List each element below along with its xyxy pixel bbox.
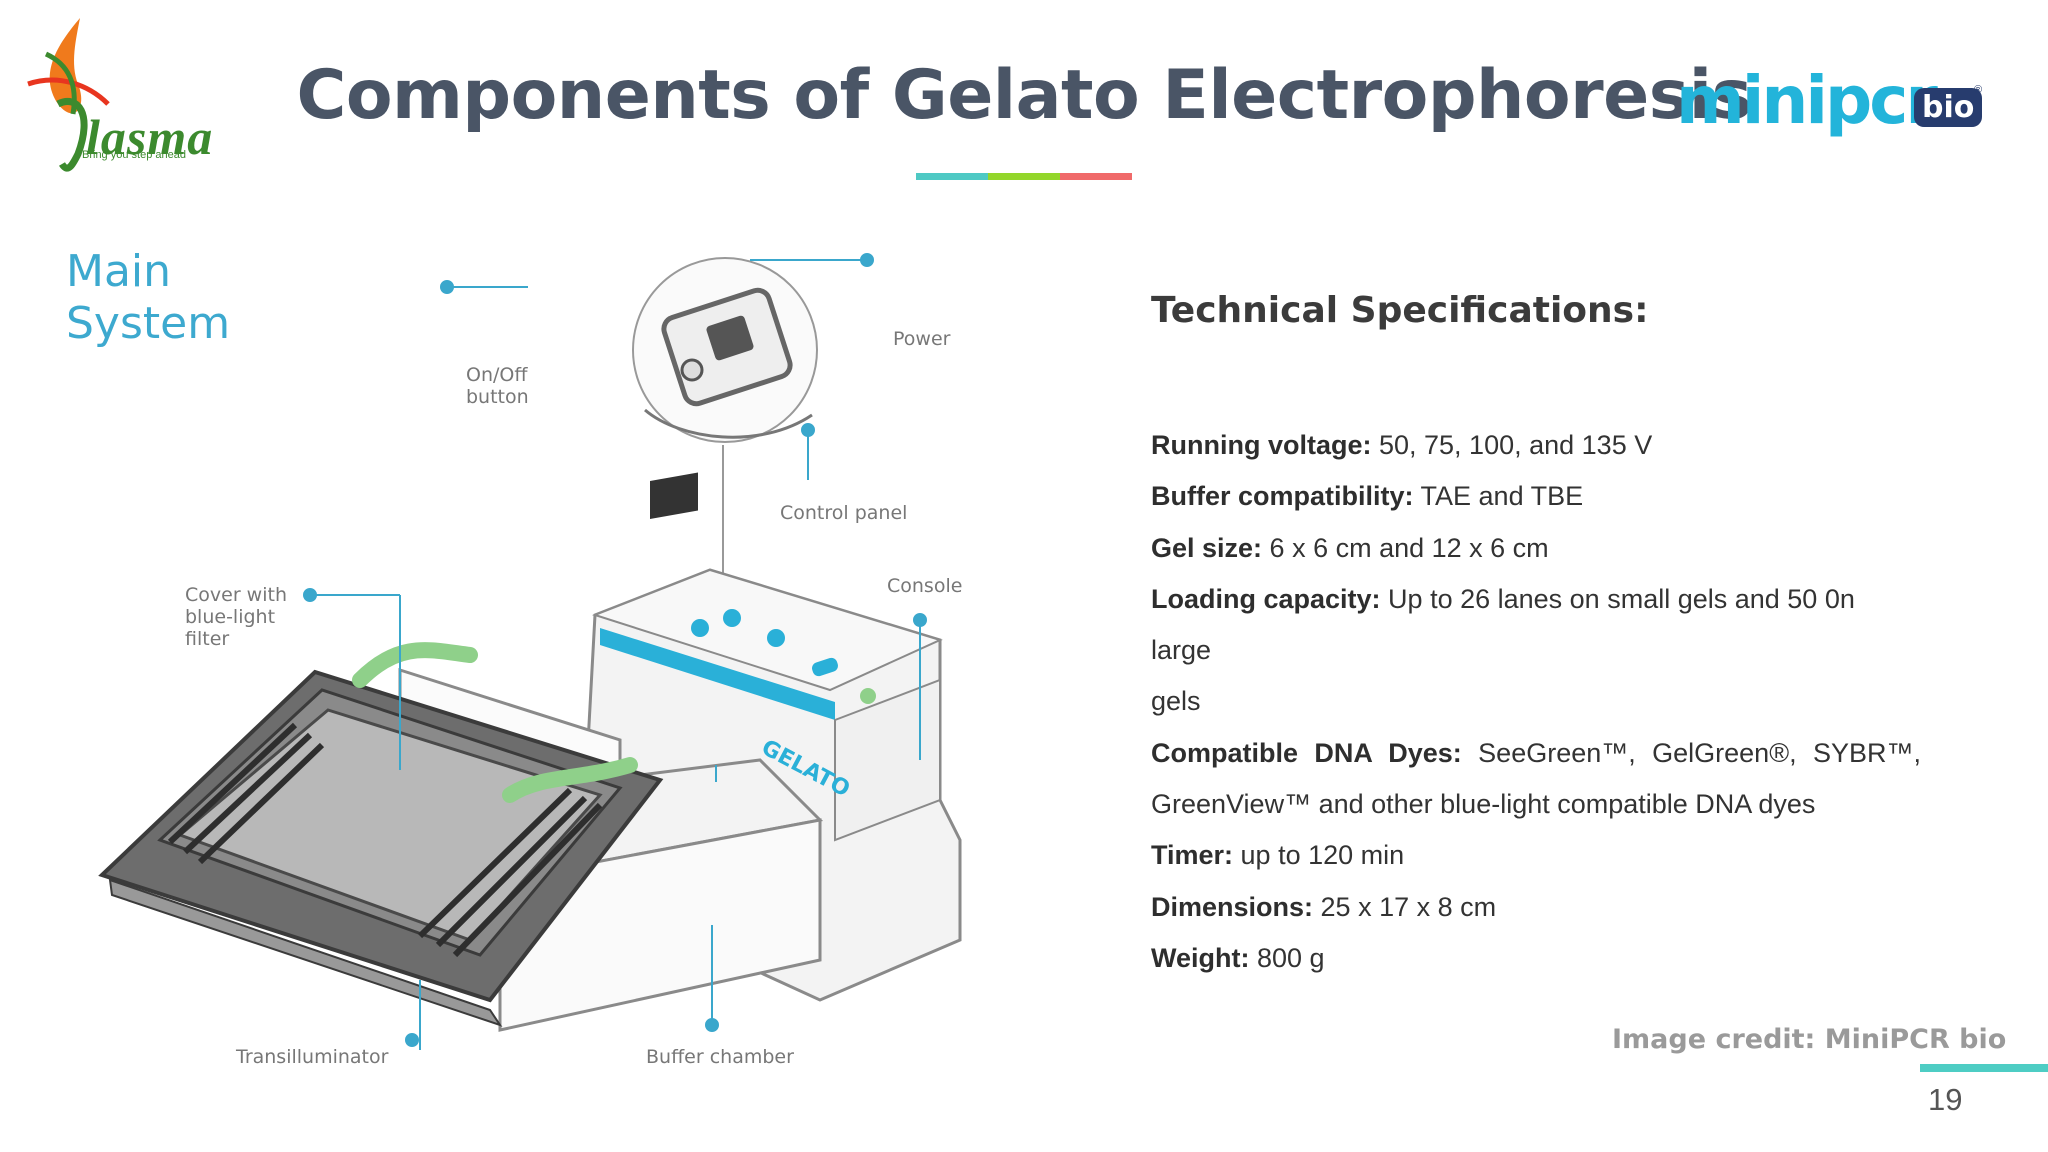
underline-segment-teal bbox=[916, 173, 988, 180]
callout-cover: Cover with blue-light filter bbox=[185, 584, 287, 650]
gelato-device-diagram: GELATO bbox=[98, 253, 962, 1050]
spec-loading-capacity-cont: gels bbox=[1151, 686, 1201, 717]
callout-cover-line3: filter bbox=[185, 628, 230, 650]
spec-dna-dyes-cont: GreenView™ and other blue-light compatib… bbox=[1151, 789, 1816, 820]
callout-cover-line2: blue-light bbox=[185, 606, 276, 628]
main-system-heading: Main System bbox=[66, 246, 230, 350]
callout-onoff-line1: On/Off bbox=[466, 364, 528, 386]
plasma-tagline: Bring you step ahead bbox=[82, 149, 186, 161]
callout-transilluminator: Transilluminator bbox=[236, 1046, 389, 1068]
image-credit: Image credit: MiniPCR bio bbox=[1612, 1024, 2007, 1055]
underline-segment-green bbox=[988, 173, 1060, 180]
specs-list: Running voltage: 50, 75, 100, and 135 V … bbox=[1151, 420, 1921, 984]
main-system-line1: Main bbox=[66, 246, 172, 297]
callout-console: Console bbox=[887, 575, 963, 597]
callout-power: Power bbox=[893, 328, 951, 350]
page-number: 19 bbox=[1928, 1082, 1963, 1117]
callout-onoff-line2: button bbox=[466, 386, 529, 408]
plasma-leaf-icon bbox=[27, 18, 110, 172]
main-system-line2: System bbox=[66, 298, 231, 349]
registered-mark: ® bbox=[1974, 84, 1983, 96]
spec-gel-size: Gel size: 6 x 6 cm and 12 x 6 cm bbox=[1151, 532, 1549, 563]
callout-buffer-chamber: Buffer chamber bbox=[646, 1046, 794, 1068]
callout-control-panel: Control panel bbox=[780, 502, 908, 524]
spec-timer: Timer: up to 120 min bbox=[1151, 840, 1405, 871]
callout-leaders bbox=[303, 253, 927, 1050]
underline-segment-red bbox=[1060, 173, 1132, 180]
specs-heading: Technical Specifications: bbox=[1151, 290, 1649, 331]
transilluminator-tray bbox=[98, 669, 664, 1027]
spec-loading-capacity: Loading capacity: Up to 26 lanes on smal… bbox=[1151, 583, 1855, 666]
footer-accent-bar bbox=[1920, 1064, 2048, 1072]
minipcr-wordmark: minipcr bbox=[1676, 62, 1938, 139]
title-underline bbox=[916, 173, 1132, 180]
callout-cover-line1: Cover with bbox=[185, 584, 287, 606]
spec-running-voltage: Running voltage: 50, 75, 100, and 135 V bbox=[1151, 430, 1653, 460]
callout-onoff: On/Off button bbox=[466, 364, 529, 408]
spec-dna-dyes: Compatible DNA Dyes: SeeGreen™, GelGreen… bbox=[1151, 737, 1921, 768]
assembly-arrows bbox=[352, 642, 638, 803]
minipcr-bio-badge: bio bbox=[1914, 88, 1983, 127]
spec-buffer-compatibility: Buffer compatibility: TAE and TBE bbox=[1151, 481, 1584, 512]
spec-weight: Weight: 800 g bbox=[1151, 942, 1325, 973]
plasma-wordmark: lasma bbox=[86, 109, 214, 165]
page-title: Components of Gelato Electrophoresis bbox=[296, 56, 1752, 135]
power-detail-circle bbox=[632, 257, 818, 443]
spec-dimensions: Dimensions: 25 x 17 x 8 cm bbox=[1151, 891, 1497, 922]
